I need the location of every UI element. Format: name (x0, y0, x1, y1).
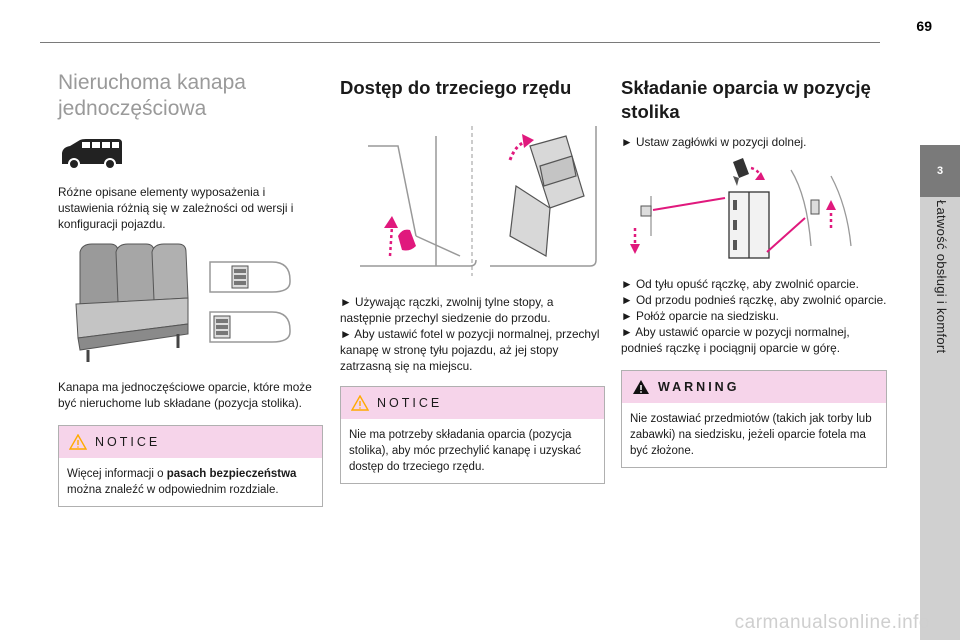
table-step-0: ► Ustaw zagłówki w pozycji dolnej. (621, 135, 807, 149)
notice-body: Więcej informacji o pasach bezpieczeństw… (59, 458, 322, 506)
warning-triangle-icon (351, 395, 369, 411)
column-third-row-access: Dostęp do trzeciego rzędu ► Używając rąc… (340, 76, 605, 484)
section-title-table-position: Składanie oparcia w pozycję stolika (621, 77, 871, 122)
bench-caption: Kanapa ma jednoczęściowe oparcie, które … (58, 380, 312, 410)
table-step-2: ► Od przodu podnieś rączkę, aby zwolnić … (621, 293, 887, 307)
top-rule (40, 42, 880, 43)
warning-box-folded: WARNING Nie zostawiać przedmiotów (takic… (621, 370, 887, 468)
section-title-fixed-bench: Nieruchoma kanapa jednoczęściowa (58, 71, 246, 120)
notice-text-after: można znaleźć w odpowiednim rozdziale. (67, 484, 279, 496)
section-title-third-row: Dostęp do trzeciego rzędu (340, 77, 572, 98)
notice-header: NOTICE (341, 387, 604, 419)
warning-filled-triangle-icon (633, 380, 649, 394)
bench-seat-illustration (75, 243, 291, 362)
notice-box-seatbelts: NOTICE Więcej informacji o pasach bezpie… (58, 425, 323, 507)
notice-header: NOTICE (59, 426, 322, 458)
watermark: carmanualsonline.info (734, 612, 930, 633)
warning-header: WARNING (622, 371, 886, 403)
intro-text: Różne opisane elementy wyposażenia i ust… (58, 185, 294, 231)
notice-label: NOTICE (95, 435, 161, 449)
warning-triangle-icon (69, 434, 87, 450)
third-row-step-2: ► Aby ustawić fotel w pozycji normalnej,… (340, 327, 600, 373)
notice-text-before: Więcej informacji o (67, 468, 167, 480)
van-icon (62, 139, 122, 170)
chapter-side-bar (920, 197, 960, 640)
notice-body: Nie ma potrzeby składania oparcia (pozyc… (349, 429, 582, 473)
chapter-tab[interactable]: 3 (920, 145, 960, 197)
table-steps: ► Od tyłu opuść rączkę, aby zwolnić opar… (621, 276, 887, 356)
notice-box-third-row: NOTICE Nie ma potrzeby składania oparcia… (340, 386, 605, 484)
seat-fold-illustration (630, 158, 852, 259)
table-step-1: ► Od tyłu opuść rączkę, aby zwolnić opar… (621, 277, 859, 291)
notice-text-bold: pasach bezpieczeństwa (166, 468, 297, 480)
warning-label: WARNING (658, 380, 740, 394)
table-step-3: ► Połóż oparcie na siedzisku. (621, 309, 779, 323)
notice-label: NOTICE (377, 396, 443, 410)
column-fixed-bench: Nieruchoma kanapa jednoczęściowa Różne o… (58, 70, 323, 507)
table-step-4: ► Aby ustawić oparcie w pozycji normalne… (621, 325, 850, 355)
column-table-position: Składanie oparcia w pozycję stolika ► Us… (621, 76, 887, 468)
warning-body: Nie zostawiać przedmiotów (takich jak to… (630, 413, 872, 457)
third-row-steps: ► Używając rączki, zwolnij tylne stopy, … (340, 294, 605, 374)
third-row-step-1: ► Używając rączki, zwolnij tylne stopy, … (340, 295, 554, 325)
seat-tilt-illustration (360, 126, 597, 276)
chapter-label: Łatwość obsługi i komfort (934, 200, 949, 354)
page-number: 69 (916, 18, 932, 34)
